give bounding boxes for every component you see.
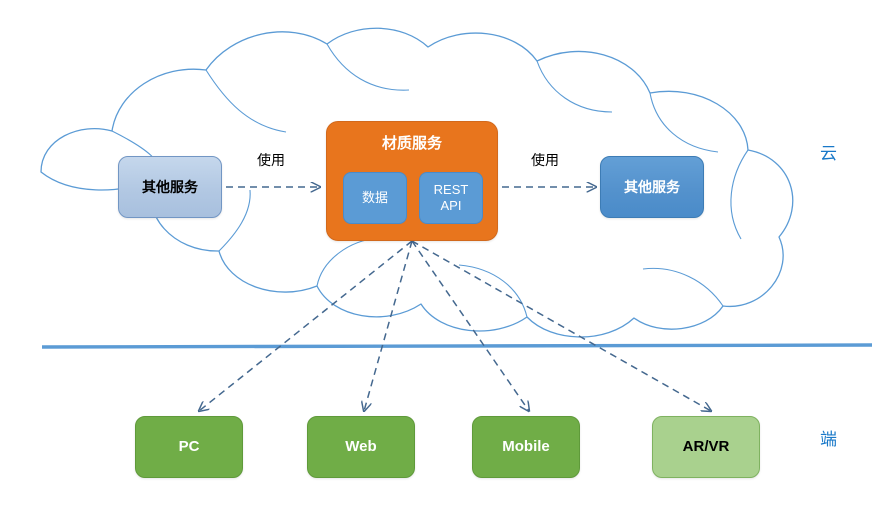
node-material-service-data-label: 数据 (361, 189, 388, 205)
node-client-arvr-label: AR/VR (682, 438, 730, 456)
edge-label-right-usage: 使用 (531, 152, 559, 168)
node-client-mobile[interactable]: Mobile (472, 416, 580, 478)
node-client-pc-label: PC (178, 438, 200, 456)
node-client-pc[interactable]: PC (135, 416, 243, 478)
node-client-arvr[interactable]: AR/VR (652, 416, 760, 478)
edge-material-to-web (364, 240, 413, 411)
node-other-service-right-label: 其他服务 (624, 178, 680, 195)
node-other-service-right[interactable]: 其他服务 (600, 156, 704, 218)
node-material-service-rest-api-label: REST API (434, 182, 469, 215)
cloud-device-divider (41, 343, 873, 349)
node-other-service-left[interactable]: 其他服务 (118, 156, 222, 218)
zone-label-device: 端 (820, 430, 837, 449)
node-client-web[interactable]: Web (307, 416, 415, 478)
node-other-service-left-label: 其他服务 (142, 178, 198, 195)
rest-api-line-1: REST (433, 181, 469, 197)
node-material-service-data[interactable]: 数据 (343, 172, 407, 224)
edge-material-to-mobile (411, 240, 529, 411)
edge-label-left-usage: 使用 (257, 152, 285, 168)
node-material-service[interactable]: 材质服务 数据 REST API (326, 121, 498, 241)
node-material-service-rest-api[interactable]: REST API (419, 172, 483, 224)
node-client-web-label: Web (345, 438, 377, 456)
edge-material-to-pc (199, 240, 413, 411)
node-material-service-title: 材质服务 (381, 135, 442, 152)
rest-api-line-2: API (440, 198, 462, 213)
zone-label-cloud: 云 (820, 144, 837, 163)
edge-material-to-arvr (411, 240, 711, 411)
node-client-mobile-label: Mobile (502, 438, 550, 456)
